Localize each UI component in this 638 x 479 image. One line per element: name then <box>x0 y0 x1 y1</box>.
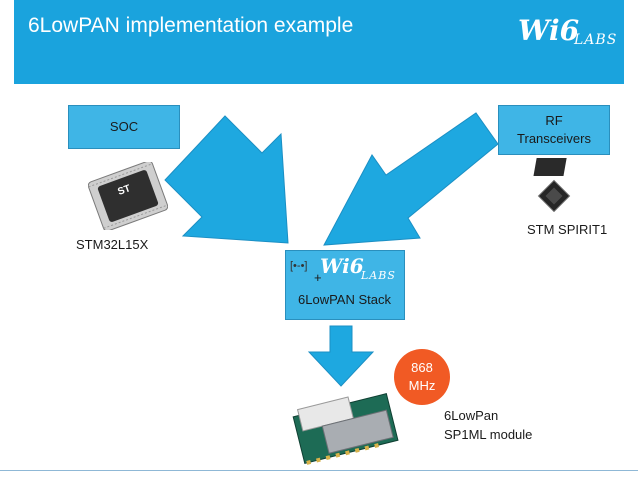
node-icon: [•-•] <box>290 260 308 272</box>
stack-logo-main: Wi6 <box>320 254 364 278</box>
soc-box: SOC <box>68 105 180 149</box>
soc-label: SOC <box>109 119 139 134</box>
title-bar <box>14 0 624 84</box>
frequency-badge: 868 MHz <box>394 349 450 405</box>
rf-chip-label: STM SPIRIT1 <box>527 222 608 237</box>
stack-box: [•-•] Wi6 LABS + 6LowPAN Stack <box>285 250 405 320</box>
divider <box>0 470 638 471</box>
arrow-down-right <box>164 115 289 244</box>
header-logo: Wi6 LABS <box>518 14 618 54</box>
rf-label: RF Transceivers <box>517 113 591 146</box>
stack-logo-sub: LABS <box>361 269 396 282</box>
stack-label: 6LowPAN Stack <box>298 292 391 307</box>
arrow-down-left <box>323 112 499 246</box>
rf-chip-icon <box>533 158 571 212</box>
arrow-down <box>307 325 375 387</box>
header-logo-sub: LABS <box>574 32 618 48</box>
soc-chip-label: STM32L15X <box>76 237 149 252</box>
frequency-label: 868 MHz <box>408 360 436 393</box>
wireless-module-icon <box>292 393 399 465</box>
page-title: 6LowPAN implementation example <box>28 14 354 37</box>
header-logo-main: Wi6 <box>518 14 580 47</box>
microcontroller-chip-icon: ST <box>88 162 168 230</box>
rf-box: RF Transceivers <box>498 105 610 155</box>
chip-logo: ST <box>116 183 132 198</box>
stack-plus: + <box>314 270 322 285</box>
module-label: 6LowPan SP1ML module <box>444 408 533 442</box>
